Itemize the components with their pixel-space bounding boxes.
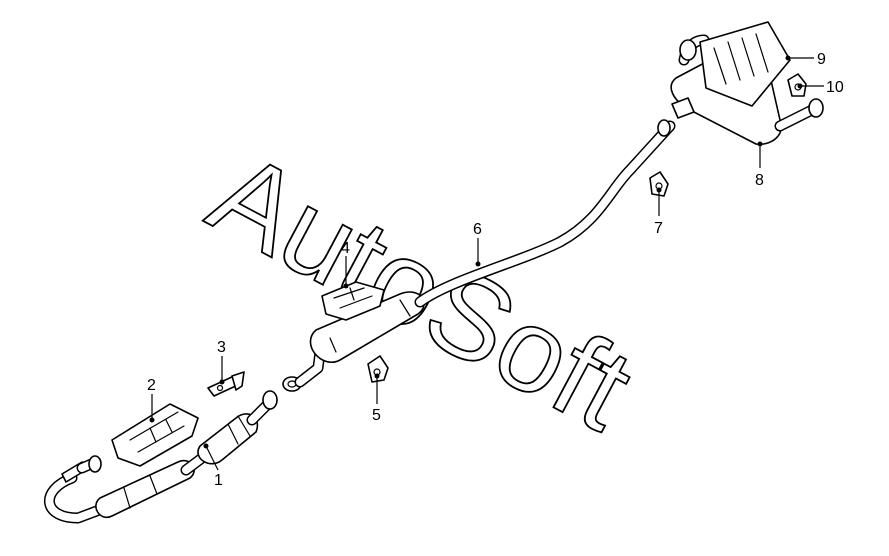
front-heat-shield	[111, 403, 199, 467]
callout-2: 2	[147, 377, 156, 394]
callout-3: 3	[217, 339, 226, 356]
centre-silencer-assembly	[294, 281, 425, 388]
callout-5: 5	[372, 407, 381, 424]
rubber-mount-7	[649, 171, 669, 197]
rubber-mount-10	[787, 73, 807, 97]
callout-4: 4	[341, 240, 350, 257]
callout-7: 7	[654, 220, 663, 237]
callout-8: 8	[755, 172, 764, 189]
callout-6: 6	[473, 221, 482, 238]
rear-silencer-assembly	[670, 21, 824, 145]
mounting-bracket	[207, 371, 245, 397]
front-pipe-assembly	[44, 390, 278, 524]
rear-pipe	[414, 119, 676, 308]
rubber-mount-5	[367, 355, 389, 383]
callout-9: 9	[817, 51, 826, 68]
callout-labels: 1 2 3 4 5 6 7 8 9 10	[147, 51, 844, 489]
leader-lines	[149, 55, 824, 471]
callout-10: 10	[826, 79, 844, 96]
callout-1: 1	[214, 472, 223, 489]
